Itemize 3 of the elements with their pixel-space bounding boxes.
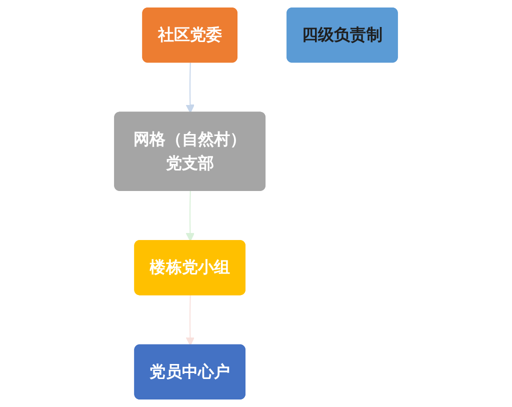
arrow [186,190,195,242]
arrow [186,294,195,346]
arrow [186,62,195,114]
